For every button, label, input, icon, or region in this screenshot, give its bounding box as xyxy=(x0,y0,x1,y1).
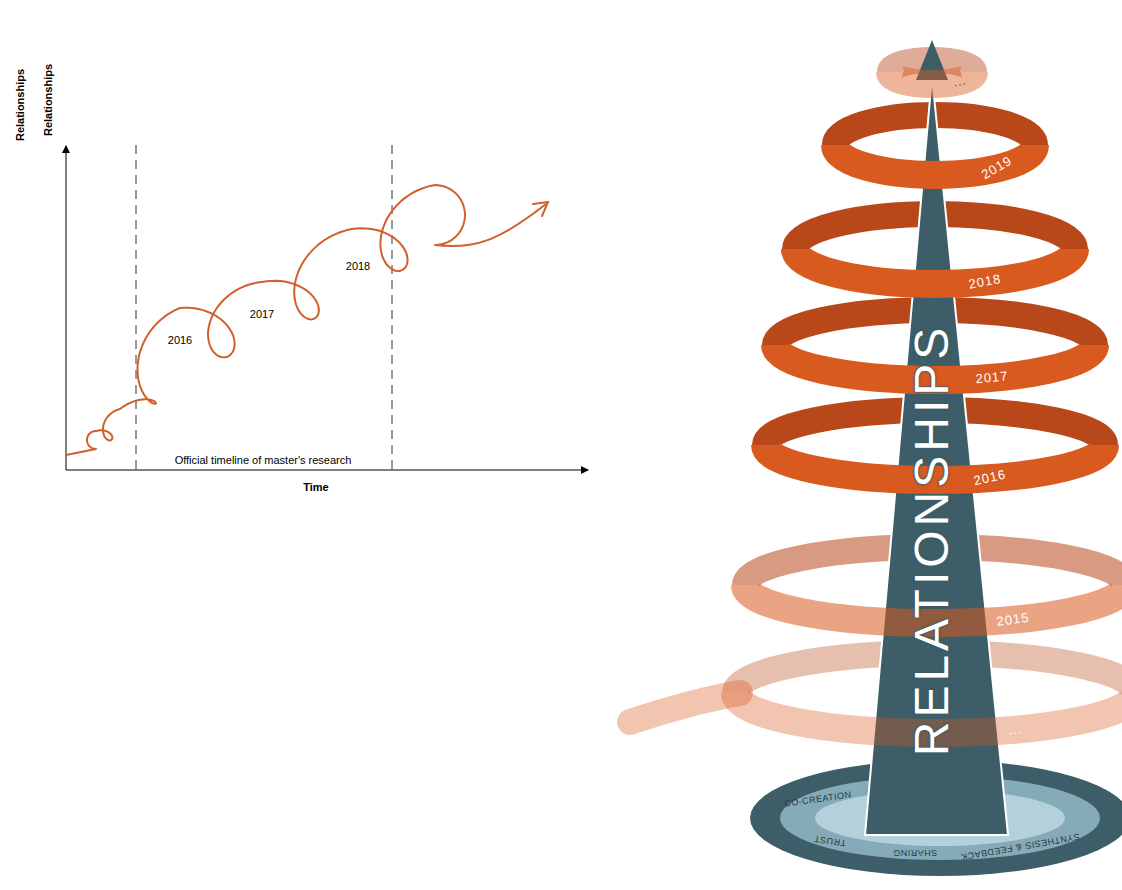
axis-title: Relationships xyxy=(14,69,26,141)
timeline-label: Official timeline of master's research xyxy=(175,454,352,466)
year-label: 2017 xyxy=(250,308,274,320)
ellipsis: ... xyxy=(1007,722,1023,738)
ribbon-front-arc xyxy=(795,249,1075,284)
year-label: 2017 xyxy=(975,369,1009,386)
year-label: 2018 xyxy=(346,260,370,272)
curve-arrowhead xyxy=(533,202,548,216)
year-label: 2016 xyxy=(168,334,192,346)
axis-title: Time xyxy=(303,481,328,493)
ribbon-tail xyxy=(630,693,740,722)
cone-title: RELATIONSHIPS xyxy=(906,324,959,757)
dashed-line xyxy=(392,145,393,470)
axis-title: Relationships xyxy=(42,64,54,136)
base-label: SHARING xyxy=(893,847,938,857)
y-axis xyxy=(66,146,67,470)
relationship-curve xyxy=(66,185,548,455)
ellipsis: ... xyxy=(952,74,967,89)
x-axis xyxy=(66,470,588,471)
dashed-line xyxy=(136,145,137,470)
curve-line xyxy=(66,185,546,455)
